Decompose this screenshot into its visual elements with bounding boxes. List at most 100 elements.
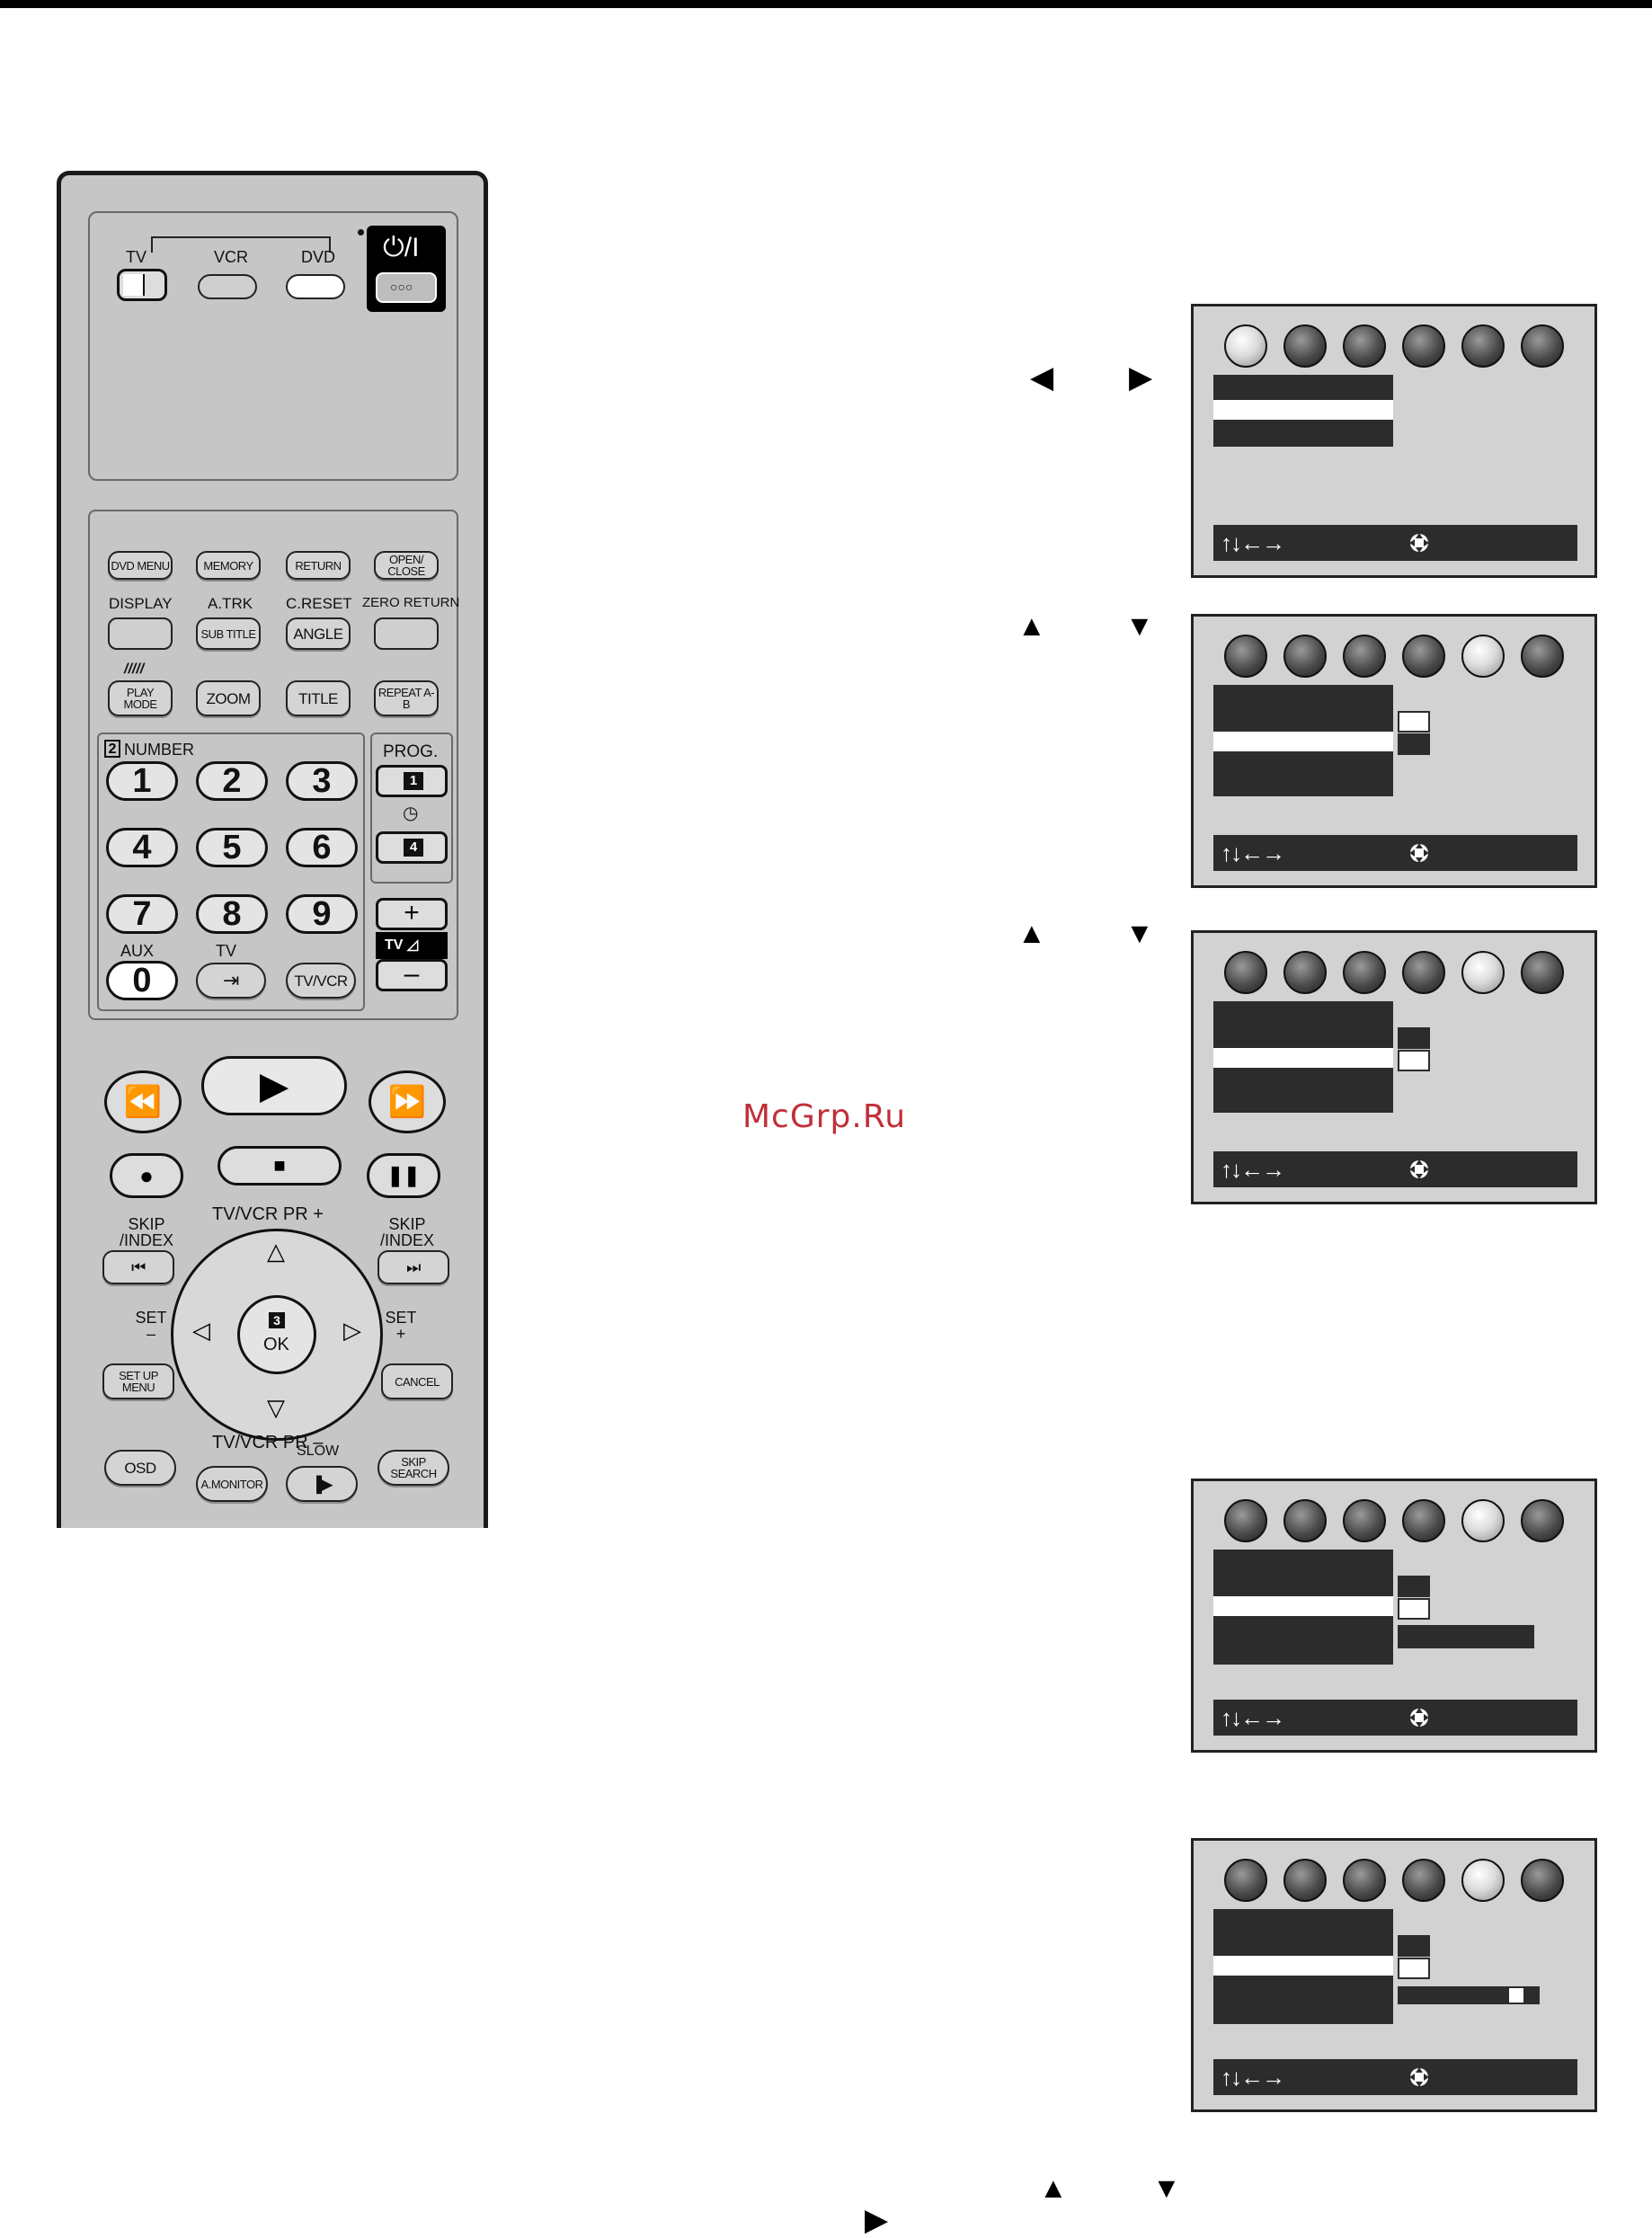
fast-forward-button[interactable]: ⏩ xyxy=(369,1070,446,1133)
tv-selector-switch[interactable] xyxy=(117,269,167,301)
zero-return-button[interactable] xyxy=(374,617,439,650)
tv-selector-label: TV xyxy=(126,248,147,266)
play-button[interactable]: ▶ xyxy=(201,1056,347,1115)
system-icon xyxy=(1521,951,1564,994)
tv-vcr-button[interactable]: TV/VCR xyxy=(286,963,356,999)
picture-icon xyxy=(1224,951,1267,994)
up-arrow-icon: ▲ xyxy=(1017,609,1046,642)
digit-9-button[interactable]: 9 xyxy=(286,894,358,934)
vol-minus-button[interactable]: – xyxy=(376,959,448,991)
skip-forward-button[interactable]: ⏭ xyxy=(377,1250,449,1284)
picture-icon xyxy=(1224,1499,1267,1542)
play-mode-mark-icon: ///// xyxy=(124,662,145,677)
option-box-2 xyxy=(1398,1598,1430,1620)
clock-icon: ◷ xyxy=(403,804,419,823)
osd-footer-arrows: ↑↓←→ xyxy=(1221,1704,1285,1731)
cross-key-icon xyxy=(1409,533,1429,553)
vcr-button[interactable] xyxy=(198,274,257,299)
ok-label: OK xyxy=(263,1335,289,1354)
osd-screen-3: ↑↓←→ xyxy=(1191,930,1597,1204)
subtitle-button[interactable]: SUB TITLE xyxy=(196,617,261,650)
skip-search-button[interactable]: SKIP SEARCH xyxy=(377,1450,449,1486)
digit-2-button[interactable]: 2 xyxy=(196,761,268,801)
ok-button[interactable]: 3 OK xyxy=(237,1295,316,1374)
osd-button[interactable]: OSD xyxy=(104,1450,176,1486)
return-button[interactable]: RETURN xyxy=(286,551,351,580)
display-icon xyxy=(1402,951,1445,994)
digit-6-button[interactable]: 6 xyxy=(286,828,358,867)
digit-4-button[interactable]: 4 xyxy=(106,828,178,867)
stop-button[interactable]: ■ xyxy=(218,1146,342,1186)
prog-down-badge: 4 xyxy=(404,839,423,857)
audio-icon xyxy=(1283,635,1327,678)
digit-0-button[interactable]: 0 xyxy=(106,961,178,1000)
memory-button[interactable]: MEMORY xyxy=(196,551,261,580)
option-box-1 xyxy=(1398,711,1430,733)
system-icon xyxy=(1521,1859,1564,1902)
nav-left-button[interactable]: ◁ xyxy=(192,1317,210,1344)
angle-button[interactable]: ANGLE xyxy=(286,617,351,650)
osd-menu xyxy=(1213,1550,1393,1665)
setup-menu-button[interactable]: SET UP MENU xyxy=(102,1363,174,1399)
audio-icon xyxy=(1283,1859,1327,1902)
display-icon xyxy=(1402,1499,1445,1542)
nav-down-button[interactable]: ▽ xyxy=(267,1394,285,1421)
digit-5-button[interactable]: 5 xyxy=(196,828,268,867)
remote-keypad-panel xyxy=(88,510,458,1020)
system-icon xyxy=(1521,635,1564,678)
display-button[interactable] xyxy=(108,617,173,650)
vol-tv-block: TV ◿ xyxy=(376,932,448,959)
dvd-menu-button[interactable]: DVD MENU xyxy=(108,551,173,580)
power-button-block[interactable]: ⏻/I ○○○ xyxy=(367,226,446,312)
prog-label: PROG. xyxy=(383,742,439,761)
osd-icon-row xyxy=(1224,1859,1564,1902)
cross-key-icon xyxy=(1409,843,1429,863)
power-icon: ⏻/I xyxy=(383,233,420,262)
number-panel xyxy=(97,733,365,1011)
option-box-1 xyxy=(1398,1935,1430,1957)
play-mode-button[interactable]: PLAY MODE xyxy=(108,680,173,716)
audio-icon xyxy=(1283,951,1327,994)
osd-screen-1: ↑↓←→ xyxy=(1191,304,1597,578)
digit-1-button[interactable]: 1 xyxy=(106,761,178,801)
slow-button[interactable]: ▐▶ xyxy=(286,1466,358,1502)
vol-plus-button[interactable]: + xyxy=(376,898,448,930)
language-icon xyxy=(1343,324,1386,368)
open-close-button[interactable]: OPEN/ CLOSE xyxy=(374,551,439,580)
digit-3-button[interactable]: 3 xyxy=(286,761,358,801)
osd-icon-row xyxy=(1224,324,1564,368)
pause-button[interactable]: ❚❚ xyxy=(367,1153,440,1198)
rewind-button[interactable]: ⏪ xyxy=(104,1070,182,1133)
osd-screen-2: ↑↓←→ xyxy=(1191,614,1597,888)
language-icon xyxy=(1343,951,1386,994)
zoom-button[interactable]: ZOOM xyxy=(196,680,261,716)
a-monitor-button[interactable]: A.MONITOR xyxy=(196,1466,268,1502)
menu-highlight xyxy=(1213,1956,1393,1976)
nav-right-button[interactable]: ▷ xyxy=(343,1317,361,1344)
prog-up-badge: 1 xyxy=(404,772,423,790)
atrk-label: A.TRK xyxy=(208,595,253,612)
osd-footer-arrows: ↑↓←→ xyxy=(1221,2064,1285,2091)
display-label: DISPLAY xyxy=(109,595,173,612)
repeat-ab-button[interactable]: REPEAT A-B xyxy=(374,680,439,716)
digit-7-button[interactable]: 7 xyxy=(106,894,178,934)
digit-8-button[interactable]: 8 xyxy=(196,894,268,934)
title-button[interactable]: TITLE xyxy=(286,680,351,716)
option-box-2 xyxy=(1398,1050,1430,1071)
number-badge: 2 xyxy=(104,740,120,758)
nav-up-button[interactable]: △ xyxy=(267,1238,285,1265)
record-button[interactable]: ● xyxy=(110,1153,183,1198)
option-box-2 xyxy=(1398,1958,1430,1979)
osd-menu xyxy=(1213,375,1393,447)
prog-up-button[interactable]: 1 xyxy=(376,765,448,797)
cross-key-icon xyxy=(1409,2067,1429,2087)
level-slider xyxy=(1398,1986,1540,2004)
prog-down-button[interactable]: 4 xyxy=(376,831,448,864)
power-button[interactable]: ○○○ xyxy=(376,272,437,303)
display-icon xyxy=(1402,635,1445,678)
cross-key-icon xyxy=(1409,1708,1429,1727)
skip-back-button[interactable]: ⏮ xyxy=(102,1250,174,1284)
cancel-button[interactable]: CANCEL xyxy=(381,1363,453,1399)
input-select-button[interactable]: ⇥ xyxy=(196,963,266,999)
dvd-button[interactable] xyxy=(286,274,345,299)
